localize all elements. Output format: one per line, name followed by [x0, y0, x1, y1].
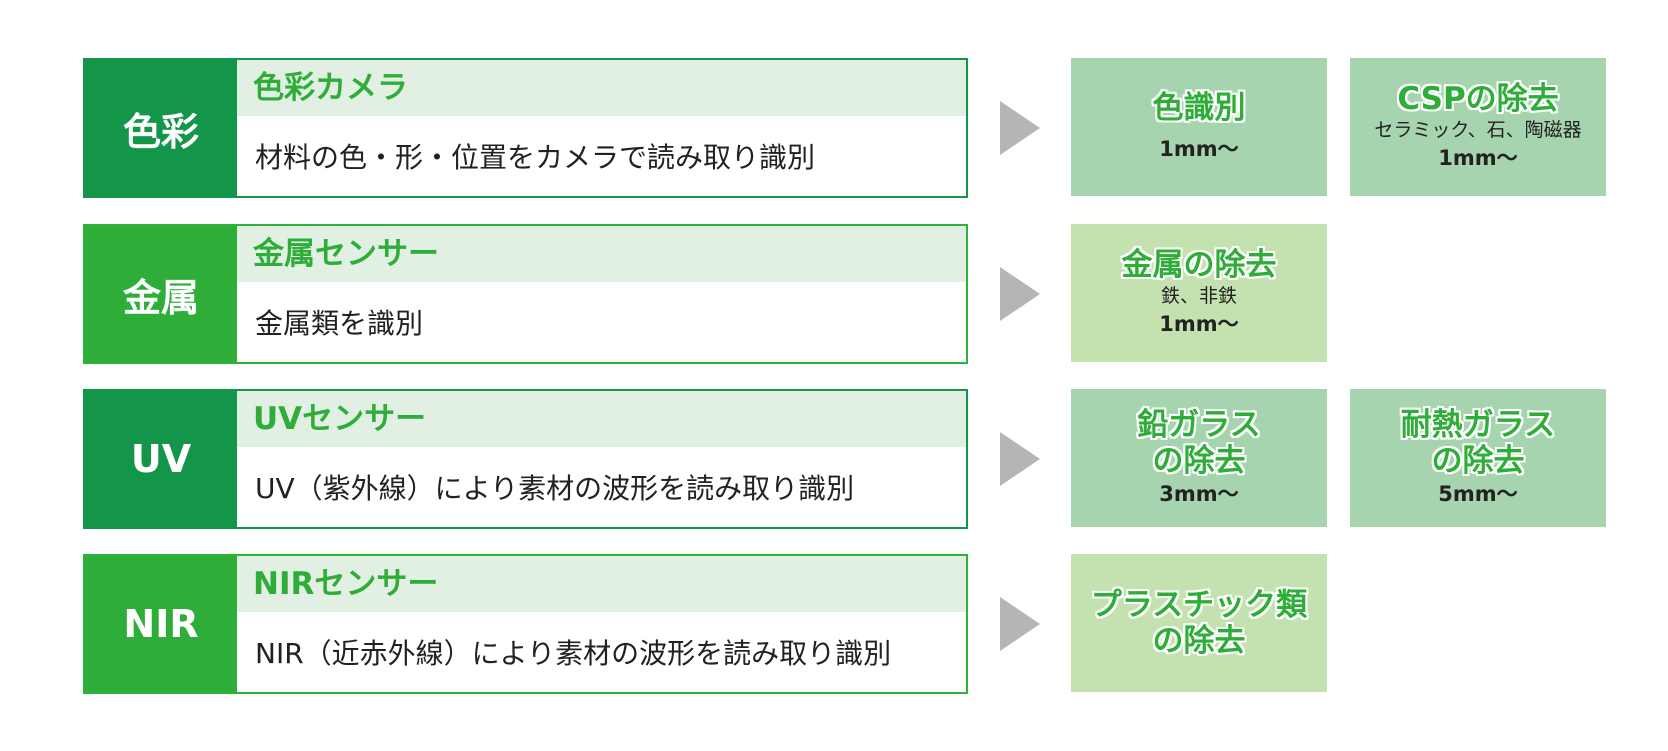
sensor-row-color-camera: 色彩 色彩カメラ 材料の色・形・位置をカメラで読み取り識別: [83, 58, 968, 198]
sensor-tag: UV: [85, 391, 237, 527]
sensor-description: 金属類を識別: [255, 307, 424, 340]
sensor-description: UV（紫外線）により素材の波形を読み取り識別: [255, 472, 855, 505]
sensor-description: 材料の色・形・位置をカメラで読み取り識別: [255, 141, 816, 174]
sensor-title: NIRセンサー: [237, 556, 966, 612]
result-color-id: 色識別 1mm～: [1071, 58, 1327, 196]
result-title-line2: の除去: [1152, 443, 1246, 479]
result-title-line1: 耐熱ガラス: [1400, 407, 1556, 443]
result-title-line2: の除去: [1431, 443, 1525, 479]
result-subtitle: セラミック、石、陶磁器: [1374, 119, 1582, 141]
result-title-line2: の除去: [1152, 623, 1246, 659]
result-size: 1mm～: [1159, 312, 1239, 336]
arrow-right-icon: [1000, 597, 1040, 651]
result-title: CSPの除去: [1397, 81, 1559, 117]
result-heat-glass-removal: 耐熱ガラス の除去 5mm～: [1350, 389, 1606, 527]
result-metal-removal: 金属の除去 鉄、非鉄 1mm～: [1071, 224, 1327, 362]
sensor-description: NIR（近赤外線）により素材の波形を読み取り識別: [255, 637, 892, 670]
result-title-line1: プラスチック類: [1090, 587, 1308, 623]
sensor-row-metal: 金属 金属センサー 金属類を識別: [83, 224, 968, 364]
sensor-tag: 色彩: [85, 60, 237, 196]
result-csp-removal: CSPの除去 セラミック、石、陶磁器 1mm～: [1350, 58, 1606, 196]
sensor-title: UVセンサー: [237, 391, 966, 447]
arrow-right-icon: [1000, 432, 1040, 486]
arrow-right-icon: [1000, 267, 1040, 321]
arrow-right-icon: [1000, 101, 1040, 155]
sensor-row-uv: UV UVセンサー UV（紫外線）により素材の波形を読み取り識別: [83, 389, 968, 529]
sensor-tag: 金属: [85, 226, 237, 362]
sensor-row-nir: NIR NIRセンサー NIR（近赤外線）により素材の波形を読み取り識別: [83, 554, 968, 694]
result-title: 金属の除去: [1121, 247, 1277, 283]
result-title-line1: 鉛ガラス: [1137, 407, 1261, 443]
sensor-title: 色彩カメラ: [237, 60, 966, 116]
result-lead-glass-removal: 鉛ガラス の除去 3mm～: [1071, 389, 1327, 527]
sensor-title: 金属センサー: [237, 226, 966, 282]
result-size: 1mm～: [1438, 146, 1518, 170]
result-plastic-removal: プラスチック類 の除去: [1071, 554, 1327, 692]
sensor-tag: NIR: [85, 556, 237, 692]
result-subtitle: 鉄、非鉄: [1160, 285, 1237, 307]
result-size: 5mm～: [1438, 482, 1518, 506]
result-size: 3mm～: [1159, 482, 1239, 506]
result-title: 色識別: [1152, 90, 1246, 126]
result-size: 1mm～: [1159, 137, 1239, 161]
